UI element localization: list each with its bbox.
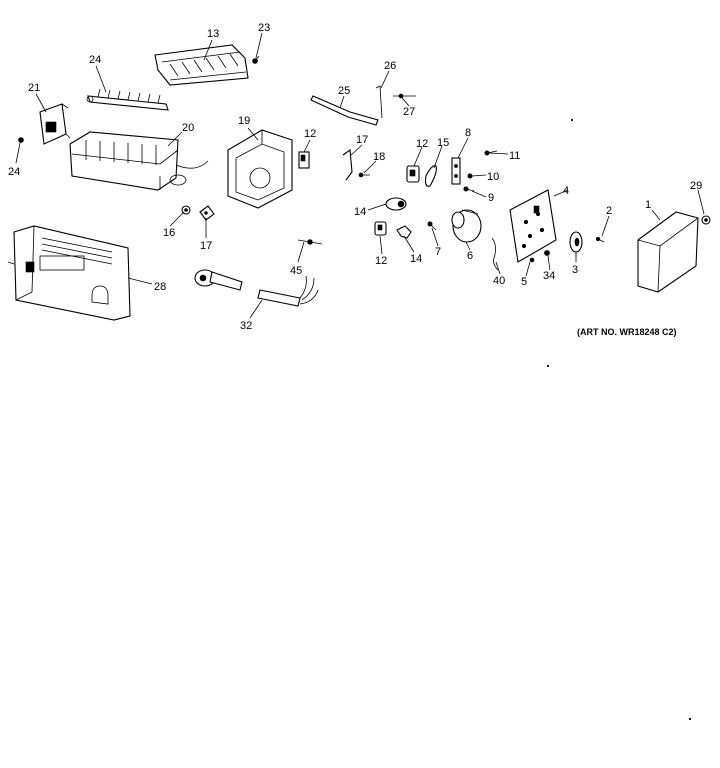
callout-12-a: 12 bbox=[304, 128, 316, 140]
callout-34: 32 bbox=[240, 320, 252, 332]
part-12-switch-b bbox=[406, 165, 420, 183]
part-9-screw bbox=[463, 186, 475, 192]
art-number: (ART NO. WR18248 C2) bbox=[577, 327, 677, 337]
part-28-arm-end bbox=[375, 85, 383, 119]
part-12-switch-c bbox=[374, 221, 387, 236]
part-30-mounting-plate bbox=[7, 225, 131, 321]
callout-15: 14 bbox=[354, 206, 366, 218]
part-27-arm bbox=[310, 95, 379, 126]
part-29-clip bbox=[393, 93, 416, 99]
callout-6: 6 bbox=[467, 250, 473, 262]
callout-18: 17 bbox=[356, 134, 368, 146]
part-21-ice-mold bbox=[69, 131, 209, 191]
part-18-lever bbox=[342, 148, 353, 181]
part-32-screw bbox=[701, 215, 711, 225]
callout-21: 20 bbox=[182, 122, 194, 134]
callout-32: 29 bbox=[690, 180, 702, 192]
part-25-ejector bbox=[86, 88, 169, 111]
part-14-lever bbox=[396, 225, 412, 239]
part-24-screw-left bbox=[18, 137, 24, 143]
callout-11: 11 bbox=[509, 150, 520, 162]
callout-20: 19 bbox=[238, 115, 250, 127]
part-2-screw bbox=[595, 236, 605, 243]
callout-14: 14 bbox=[410, 253, 422, 265]
part-24-screw-top bbox=[252, 55, 260, 64]
callout-24-top: 23 bbox=[258, 22, 270, 34]
callout-40: 40 bbox=[493, 275, 505, 287]
callout-9: 9 bbox=[488, 192, 494, 204]
part-fill-tube bbox=[194, 269, 243, 291]
part-6-motor bbox=[451, 209, 482, 243]
callout-3: 3 bbox=[572, 264, 578, 276]
callout-27: 25 bbox=[338, 85, 350, 97]
part-34-harness bbox=[257, 275, 319, 307]
callout-12-b: 12 bbox=[416, 138, 428, 150]
callout-19: 18 bbox=[373, 151, 385, 163]
callout-8: 8 bbox=[465, 127, 471, 139]
part-45-fitting bbox=[297, 239, 323, 245]
leader-lines bbox=[15, 32, 705, 319]
callout-7: 7 bbox=[435, 246, 441, 258]
scan-specks bbox=[546, 118, 692, 721]
part-26-stripper bbox=[154, 44, 249, 86]
part-1-cover bbox=[637, 211, 699, 293]
part-5-screw bbox=[529, 257, 535, 263]
callout-16: 16 bbox=[163, 227, 175, 239]
part-3-gear bbox=[569, 231, 583, 253]
part-12-switch-a bbox=[298, 151, 310, 169]
callout-28: 26 bbox=[384, 60, 396, 72]
part-8-bracket bbox=[451, 157, 461, 185]
part-17-coupler bbox=[199, 205, 215, 221]
part-10-screw bbox=[467, 173, 473, 179]
callout-2: 2 bbox=[606, 205, 612, 217]
callout-5: 5 bbox=[521, 276, 527, 288]
part-40-wire bbox=[491, 237, 499, 271]
callout-45: 45 bbox=[290, 265, 302, 277]
callout-13: 15 bbox=[437, 137, 449, 149]
callout-labels: 13 23 24 21 24 20 19 12 25 26 27 17 18 1… bbox=[8, 22, 702, 337]
part-15-thermostat bbox=[385, 197, 407, 211]
callout-29: 27 bbox=[403, 106, 415, 118]
callout-30: 28 bbox=[154, 281, 166, 293]
callout-24-left: 24 bbox=[8, 166, 20, 178]
callout-4: 4 bbox=[563, 185, 569, 197]
part-7-screw bbox=[427, 221, 437, 231]
callout-37: 34 bbox=[543, 270, 555, 282]
part-11-screw bbox=[484, 150, 498, 156]
callout-10: 10 bbox=[487, 171, 499, 183]
part-19-screw bbox=[358, 172, 370, 178]
part-13-cam bbox=[424, 165, 437, 187]
callout-12-c: 12 bbox=[375, 255, 387, 267]
callout-23: 21 bbox=[28, 82, 40, 94]
callout-26: 13 bbox=[207, 28, 219, 40]
part-20-housing bbox=[227, 129, 293, 209]
callout-25: 24 bbox=[89, 54, 101, 66]
part-23-bracket bbox=[39, 103, 71, 145]
callout-17: 17 bbox=[200, 240, 212, 252]
part-37-screw bbox=[544, 250, 550, 256]
callout-1: 1 bbox=[645, 199, 651, 211]
part-4-plate bbox=[509, 189, 557, 263]
